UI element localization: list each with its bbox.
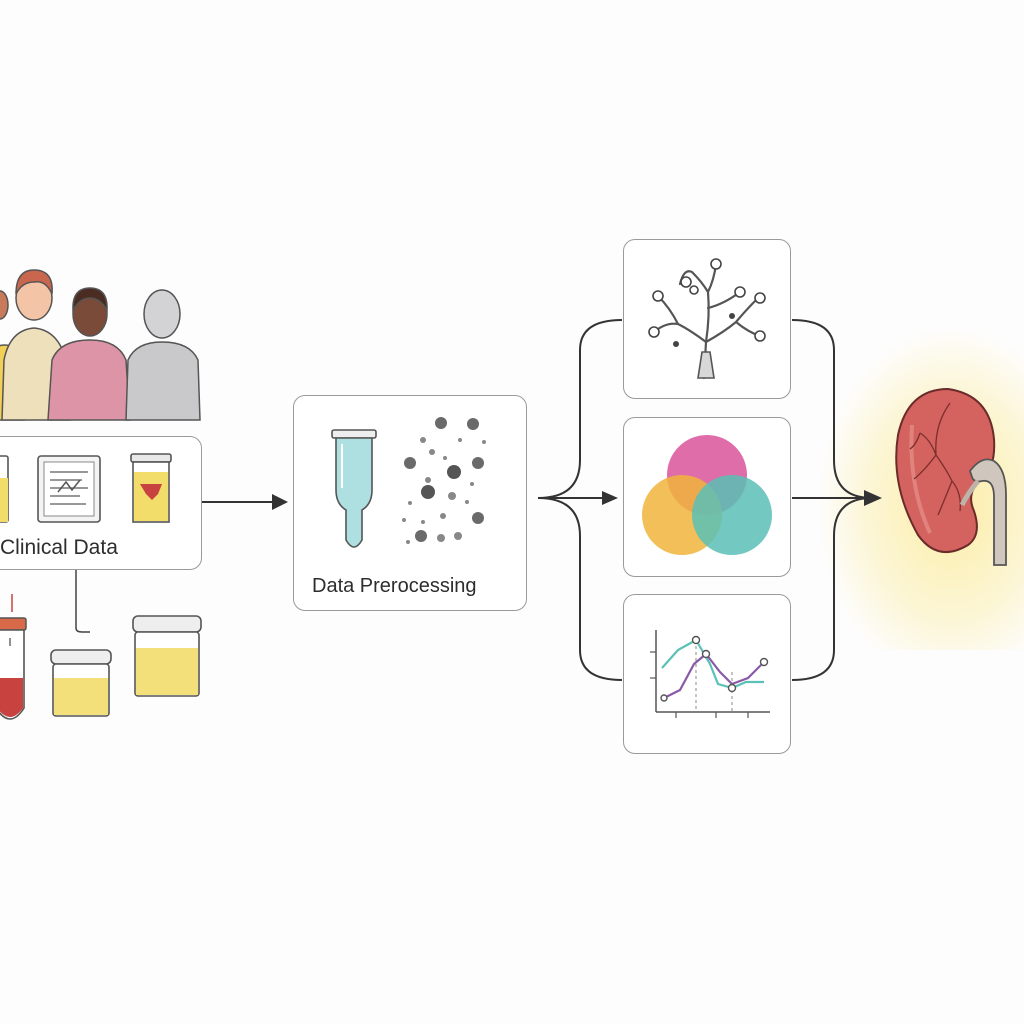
urine-jar-icon [0,455,9,523]
patients-group [0,269,201,421]
venn-diagram-icon [642,435,772,555]
arrow-clinical-to-preprocessing [202,494,288,510]
clinical-data-label: Clinical Data [0,536,118,559]
test-tube-icon [331,429,377,548]
blood-tube-icon [0,594,27,720]
decision-tree-icon [648,258,766,380]
blood-jar-icon [130,453,172,523]
clinical-data-icons [0,453,172,523]
line-chart-box [623,594,791,754]
model-bracket-connectors [537,319,882,681]
clinical-connector [75,570,90,633]
patient-icon [47,287,131,421]
kidney-icon [895,387,1007,566]
preprocessing-label: Data Prerocessing [312,575,477,597]
urine-cup-icon [50,649,112,717]
urine-cup-icon [132,615,202,697]
decision-tree-box [623,239,791,399]
line-chart-icon [650,630,770,718]
patient-icon [125,289,201,421]
preprocessing-icons [331,417,486,548]
samples-group [0,594,202,720]
scattered-particles-icon [402,417,486,544]
document-icon [37,455,101,523]
